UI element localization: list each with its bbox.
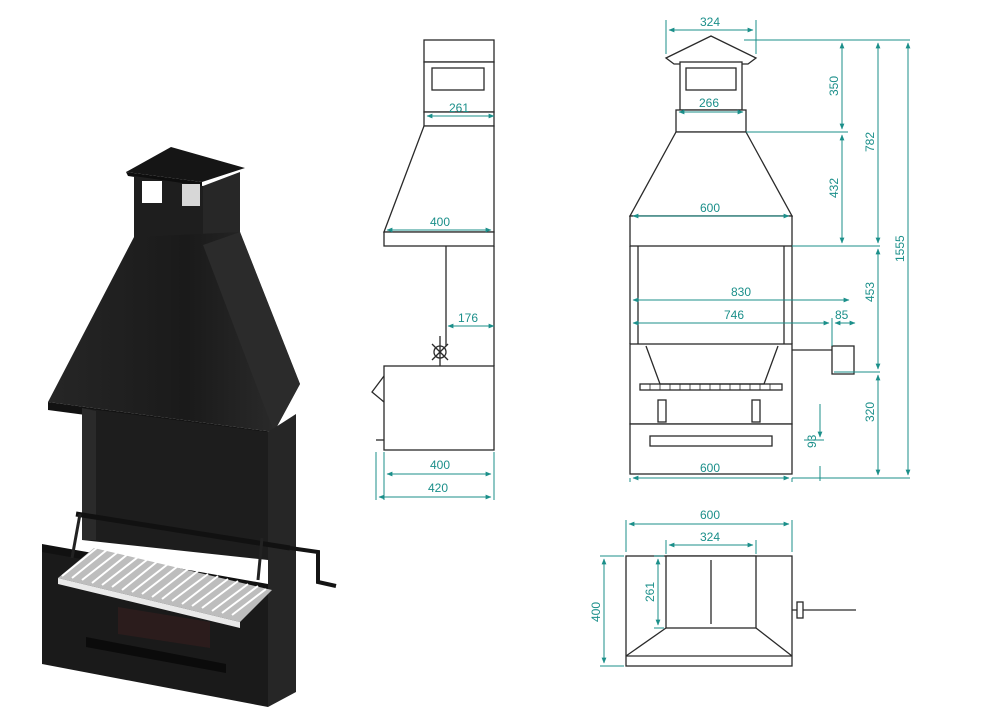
- front-opening-width-label: 830: [731, 285, 751, 299]
- side-base-width-label: 400: [430, 215, 450, 229]
- spit-rod: [75, 511, 291, 551]
- side-overall-depth-label: 420: [428, 481, 448, 495]
- front-hood-width-label: 600: [700, 201, 720, 215]
- front-hood-height-label: 432: [827, 178, 841, 198]
- front-chimney-width-label: 266: [699, 96, 719, 110]
- side-firebox-depth-label: 400: [430, 458, 450, 472]
- front-drawer-height-label: 93: [805, 434, 819, 448]
- top-chimney-depth-label: 261: [643, 582, 657, 602]
- front-upper-height-label: 782: [863, 132, 877, 152]
- crank-handle-icon: [289, 546, 337, 588]
- front-total-height-label: 1555: [893, 235, 907, 262]
- front-base-height-label: 320: [863, 402, 877, 422]
- top-chimney-cap-width-label: 324: [700, 530, 720, 544]
- front-opening-height-label: 453: [863, 282, 877, 302]
- chimney-window-left: [142, 181, 162, 203]
- side-hood-width-label: 261: [449, 101, 469, 115]
- top-view-drawing: 600 324 261 400: [589, 508, 856, 667]
- firebox: [82, 408, 268, 560]
- front-base-width-label: 600: [700, 461, 720, 475]
- front-view-drawing: 324 266 600 830 746 85 600 350 432 782 4…: [628, 15, 911, 482]
- front-chimney-cap-width-label: 324: [700, 15, 720, 29]
- product-render: [42, 147, 337, 707]
- front-chimney-height-label: 350: [827, 76, 841, 96]
- side-view-drawing: 261 400 176 400 420: [371, 39, 495, 500]
- side-spit-offset-label: 176: [458, 311, 478, 325]
- top-overall-width-label: 600: [700, 508, 720, 522]
- front-crank-length-label: 85: [835, 308, 849, 322]
- front-grill-width-label: 746: [724, 308, 744, 322]
- top-overall-depth-label: 400: [589, 602, 603, 622]
- ash-drawer: [86, 637, 226, 673]
- chimney-window-right: [182, 184, 200, 206]
